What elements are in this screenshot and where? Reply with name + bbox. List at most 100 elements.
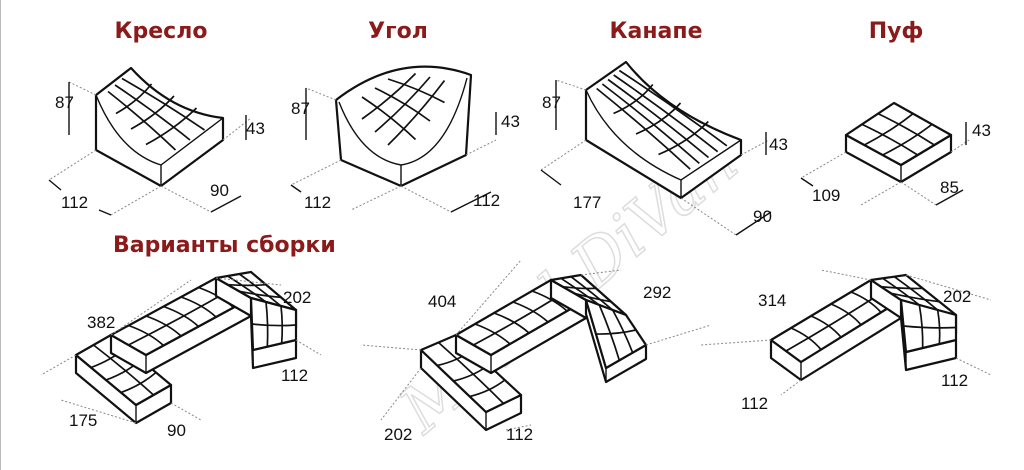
- dim-canape-height: 87: [542, 93, 561, 112]
- title-armchair: Кресло: [115, 19, 208, 44]
- pouf-seam: [882, 123, 933, 156]
- dim-armchair-width: 112: [61, 193, 88, 212]
- pouf-seam: [863, 113, 914, 146]
- dim-assembly1-chaise: 175: [69, 411, 97, 430]
- armchair-edge: [95, 94, 224, 186]
- assembly2-side-seam: [595, 329, 637, 335]
- assembly1-side-seam: [280, 305, 284, 344]
- title-pouf: Пуф: [869, 19, 924, 44]
- dim-canape-depth: 90: [753, 207, 772, 226]
- dim-assembly3-side: 202: [943, 287, 971, 306]
- canape-outline: [584, 60, 743, 200]
- corner-seam: [374, 76, 431, 133]
- dim-assembly2-back: 404: [428, 292, 456, 311]
- dim-corner-width-right: 112: [473, 191, 500, 210]
- dim-assembly3-side-depth: 112: [941, 371, 968, 390]
- assembly2-chaise-seam: [437, 341, 505, 405]
- assembly1-dim-line: [40, 277, 322, 424]
- corner-dim-bracket: [290, 88, 497, 213]
- title-canape: Канапе: [610, 19, 703, 44]
- canape-seam: [601, 83, 700, 164]
- armchair-dim-line: [48, 81, 252, 216]
- assembly3-side-seam: [903, 325, 957, 329]
- title-assembly: Варианты сборки: [113, 233, 336, 258]
- assembly2-corner-seam: [562, 285, 597, 290]
- assembly1-side-seam: [251, 323, 297, 327]
- armchair-seam: [145, 107, 198, 146]
- dim-assembly1-back: 382: [87, 313, 115, 332]
- canape-seam: [618, 69, 728, 147]
- assembly1-corner-seam: [239, 290, 282, 299]
- corner-seam: [387, 79, 446, 146]
- dim-assembly3-end-depth: 112: [741, 394, 768, 413]
- corner-outline: [334, 65, 473, 188]
- assembly1-corner-seam: [238, 273, 282, 307]
- dim-assembly1-side: 202: [283, 288, 311, 307]
- assembly2-corner-seam: [574, 292, 612, 303]
- assembly3-dim-line: [700, 269, 992, 396]
- corner-seam: [374, 87, 431, 122]
- canape-seam: [658, 120, 709, 156]
- canape-seam: [607, 78, 710, 159]
- dim-pouf-width: 109: [812, 186, 840, 205]
- assembly3-corner-seam: [882, 277, 920, 306]
- armchair-seam: [114, 84, 191, 141]
- dim-pouf-height: 43: [972, 121, 991, 140]
- armchair-seam: [121, 77, 205, 131]
- assembly2-side-seam: [598, 304, 621, 361]
- canape-seam: [613, 74, 719, 153]
- dim-corner-seat-height: 43: [501, 112, 520, 131]
- dim-armchair-seat-height: 43: [246, 119, 265, 138]
- dim-armchair-height: 87: [55, 93, 74, 112]
- pouf-seam: [877, 112, 935, 146]
- canape-dim-line: [540, 79, 770, 236]
- corner-seam: [361, 96, 417, 141]
- pouf-dim-line: [800, 139, 970, 206]
- assembly1-back-seam: [163, 305, 200, 328]
- dim-assembly1-chaise-depth: 90: [167, 421, 186, 440]
- corner-dim-line: [290, 87, 497, 213]
- armchair-seam: [130, 95, 175, 130]
- dim-canape-seat-height: 43: [769, 135, 788, 154]
- dim-assembly2-side: 292: [643, 283, 671, 302]
- pouf-dim-bracket: [800, 122, 967, 206]
- armchair-seam: [107, 90, 177, 151]
- dim-corner-height: 87: [291, 99, 310, 118]
- corner-edge: [338, 77, 468, 186]
- dim-corner-width-left: 112: [304, 193, 331, 212]
- canape-edge: [585, 89, 742, 198]
- canape-seam: [635, 102, 682, 135]
- dim-assembly3-back: 314: [758, 291, 786, 310]
- title-corner: Угол: [368, 19, 428, 44]
- armchair-dim-bracket: [48, 82, 247, 216]
- canape-seam: [596, 87, 691, 170]
- assembly3-corner-seam: [880, 285, 923, 290]
- assembly3-corner-seam: [890, 292, 940, 303]
- assembly2-chaise-seam: [469, 379, 506, 398]
- assembly3-corner-seam: [893, 275, 939, 311]
- dim-assembly2-chaise: 202: [384, 425, 412, 444]
- dim-armchair-depth: 90: [210, 181, 229, 200]
- dim-pouf-depth: 85: [940, 178, 959, 197]
- dim-assembly1-side-depth: 112: [281, 366, 308, 385]
- assembly2-chaise-top: [419, 333, 523, 414]
- assembly3-side-seam: [918, 304, 924, 349]
- assembly1-chaise-seam: [92, 344, 155, 396]
- furniture-drawings: [40, 60, 992, 432]
- assembly1-side-seam: [265, 301, 269, 347]
- dim-assembly2-chaise-depth: 112: [506, 425, 533, 444]
- canape-seam: [613, 83, 654, 115]
- assembly1-chaise-seam: [120, 371, 157, 394]
- armchair-seam: [115, 83, 153, 115]
- assembly2-corner-seam: [570, 275, 614, 311]
- assembly1-corner-seam: [227, 275, 267, 303]
- assembly1-corner-seam: [227, 283, 267, 287]
- corner-seam: [361, 72, 417, 120]
- dim-canape-length: 177: [573, 193, 601, 212]
- assembly2-side-seam: [611, 309, 634, 353]
- assembly2-dim-line: [360, 259, 712, 431]
- corner-seam: [387, 78, 445, 104]
- pouf-seam: [861, 123, 919, 156]
